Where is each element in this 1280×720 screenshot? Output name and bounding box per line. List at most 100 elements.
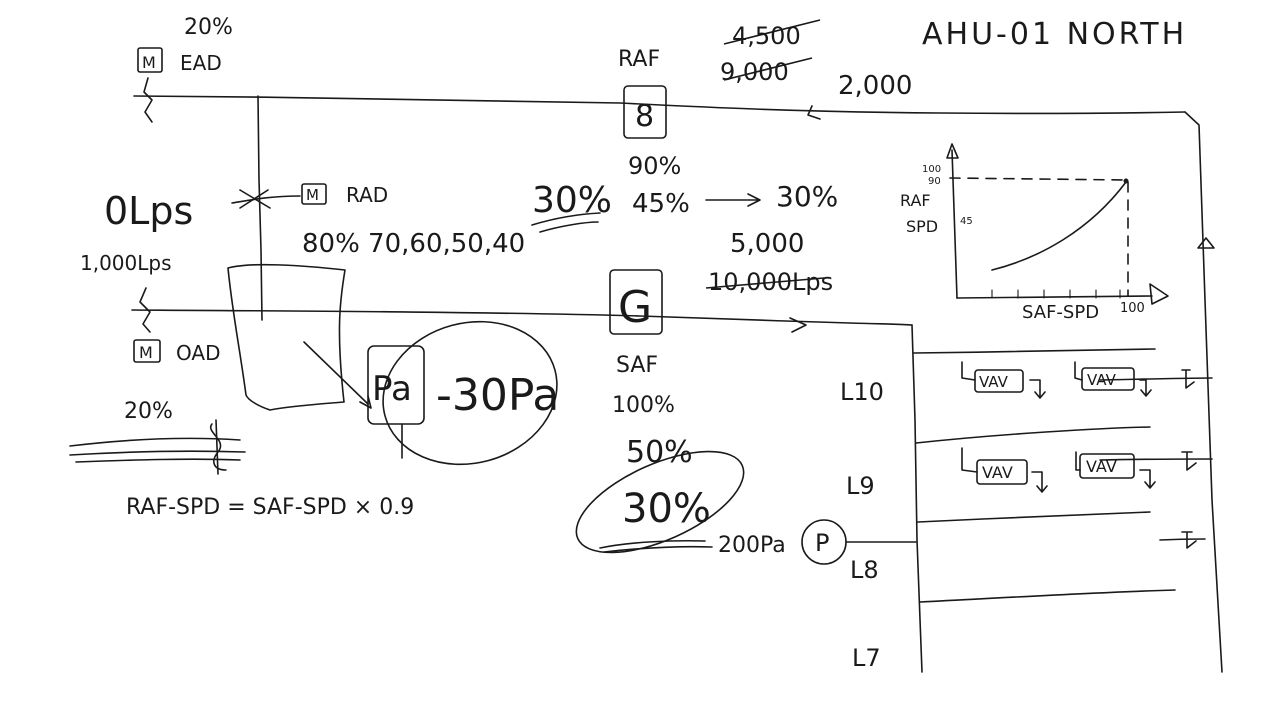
floor-return-damper-l8 [1181,531,1197,549]
chart-x-ticks [991,289,1121,299]
return-drop-line [257,95,263,321]
saf-flow-strike [705,277,825,289]
floor-branch-l10 [913,348,1156,354]
rad-x-mark [239,189,271,209]
chart-y-label-raf: RAF [900,191,931,210]
chart-x-tick-100: 100 [1120,301,1145,316]
chart-x-arrow [1149,283,1169,305]
raf-flow-new: 2,000 [838,71,912,101]
saf-pressure: 200Pa [718,533,786,558]
ead-motor-label: M [142,53,156,72]
saf-label: SAF [616,353,658,378]
raf-label: RAF [618,47,660,72]
saf-speed-underline [599,539,713,553]
floor-branch-l9 [915,426,1151,444]
rad-crossing-line [231,195,301,204]
mixing-box [227,263,346,411]
raf-flow-old-2: 9,000 [720,58,789,86]
ead-label: EAD [180,51,222,75]
speed-formula: RAF-SPD = SAF-SPD × 0.9 [126,495,414,520]
rad-flow: 0Lps [104,189,193,233]
raf-number: 8 [635,99,654,134]
raf-flow-old-1: 4,500 [732,22,801,50]
saf-box-label: G [618,282,652,333]
saf-speed-c: 30% [622,486,711,532]
saf-speed-b: 50% [626,435,693,470]
vav-box-l9-2-arrow [1075,451,1156,489]
oad-percent: 20% [124,399,173,424]
vav-box-l10-1-arrow [961,361,1046,399]
chart-y-tick-100: 100 [922,164,941,175]
raf-strike-1 [723,19,821,45]
floor-return-damper-l9 [1181,451,1197,471]
raf-strike-2 [723,57,813,81]
saf-speed-a: 100% [612,393,675,418]
raf-speed-arrow [705,193,761,207]
exhaust-damper-symbol [143,77,153,123]
vav-box-l10-1 [974,369,1024,393]
diagram-title: AHU-01 NORTH [922,17,1187,52]
pa-sensor-label: Pa [372,369,412,409]
oad-motor-label: M [139,343,153,362]
return-riser-arrow [1197,237,1215,249]
raf-box [623,85,667,139]
chart-y-tick-45: 45 [960,216,973,227]
mixing-pressure: -30Pa [436,370,559,421]
raf-speed-a: 90% [628,152,681,180]
floor-branch-l8 [917,511,1151,523]
saf-flow-new: 5,000 [730,229,804,259]
chart-y-label-spd: SPD [906,217,938,236]
floor-return-damper-l10 [1181,369,1195,389]
vav-box-l9-1-arrow [961,447,1048,493]
vav-label-l10-1: VAV [979,373,1009,391]
supply-duct-line [131,309,913,326]
rad-percent: 30% [532,180,612,221]
vav-label-l10-2: VAV [1087,371,1117,389]
floor-label-l9: L9 [846,472,875,500]
chart-y-arrow [946,143,959,159]
vav-label-l9-2: VAV [1086,457,1117,476]
rad-positions: 80% 70,60,50,40 [302,229,525,259]
return-duct-line [133,95,1186,115]
saf-flow-old: 10,000Lps [708,268,833,296]
oad-damper-symbol [139,287,151,333]
chart-curve [991,181,1127,271]
chart-x-axis [956,295,1153,299]
rad-total-flow: 1,000Lps [80,251,172,275]
rad-label: RAD [346,183,388,207]
vav-box-l9-2 [1079,453,1135,479]
rad-motor-label: M [306,186,319,204]
floor-branch-l8-return [1159,538,1206,541]
supply-duct-arrow [789,317,807,333]
floor-label-l8: L8 [850,556,879,584]
raf-speed-b: 45% [632,189,690,219]
vav-label-l9-1: VAV [982,463,1013,482]
floor-branch-l7 [919,589,1176,603]
chart-curve-end-dot [1123,178,1129,184]
saf-speed-circle [575,450,745,554]
rad-motor-box [301,183,327,205]
mixing-arrow [303,341,372,409]
chart-y-axis [951,149,958,299]
supply-riser [911,324,923,673]
oad-motor-box [133,339,161,363]
chart-100-guide [949,177,1127,181]
vav-box-l10-2 [1081,367,1135,391]
pressure-circle [382,320,558,466]
exhaust-percent: 20% [184,15,233,40]
pa-sensor-box [367,345,425,425]
return-duct-arrow [807,105,821,120]
floor-label-l10: L10 [840,378,884,406]
floor-branch-l9-return [1099,458,1213,461]
chart-y-tick-90: 90 [928,176,941,187]
saf-box [609,269,663,335]
ead-motor-box [137,47,163,73]
intake-s-mark [209,419,227,475]
raf-speed-c: 30% [776,180,838,213]
oad-label: OAD [176,341,220,365]
return-riser [1184,111,1223,673]
static-pressure-sensor-label: P [815,529,829,557]
floor-label-l7: L7 [852,644,881,672]
chart-x-label: SAF-SPD [1022,302,1099,323]
